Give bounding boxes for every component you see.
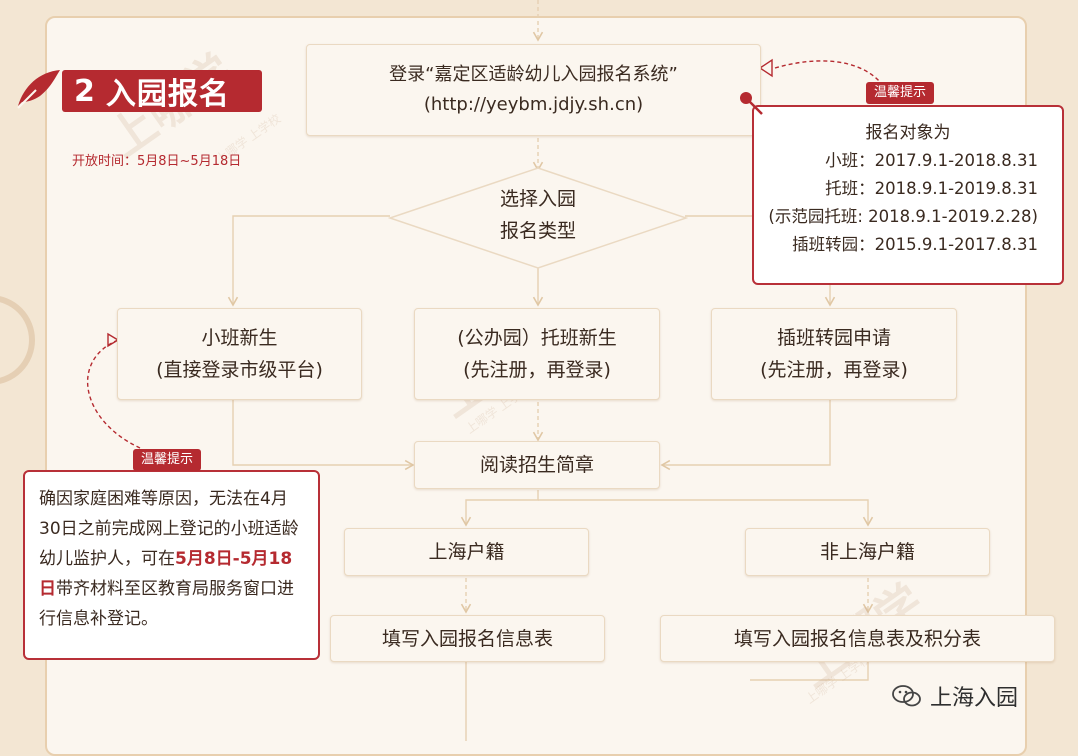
- type-line1: 小班新生: [201, 327, 278, 349]
- decision-line2: 报名类型: [499, 220, 576, 242]
- section-number: 2: [74, 73, 96, 109]
- type-line2: (先注册，再登录): [760, 359, 908, 381]
- wechat-brand-name: 上海入园: [930, 686, 1019, 711]
- tip-row: 插班转园：2015.9.1-2017.8.31: [792, 235, 1038, 254]
- tip-tag-left: 温馨提示: [133, 449, 202, 471]
- tip-rows: 小班：2017.9.1-2018.8.31 托班：2018.9.1-2019.8…: [754, 147, 1062, 259]
- tip-row: 托班：2018.9.1-2019.8.31: [825, 179, 1038, 198]
- type-line2: (直接登录市级平台): [156, 359, 323, 381]
- edge-circle-decoration: [0, 296, 35, 384]
- tip-text-after: 带齐材料至区教育局服务窗口进行信息补登记。: [39, 579, 294, 629]
- residence-shanghai-box: 上海户籍: [344, 528, 589, 576]
- login-box-url: (http://yeybm.jdjy.sh.cn): [423, 94, 644, 115]
- section-title: 入园报名: [105, 77, 230, 112]
- residence-non-shanghai-box: 非上海户籍: [745, 528, 990, 576]
- pushpin-icon: [740, 92, 763, 115]
- wechat-brand: 上海入园: [892, 680, 1018, 712]
- tip-row: 小班：2017.9.1-2018.8.31: [825, 151, 1038, 170]
- section-title-badge: 2 入园报名: [62, 70, 262, 112]
- tip-box-late-registration: 确因家庭困难等原因，无法在4月30日之前完成网上登记的小班适龄幼儿监护人，可在5…: [23, 470, 320, 660]
- form-non-shanghai-box: 填写入园报名信息表及积分表: [660, 615, 1055, 662]
- type-box-small-class: 小班新生 (直接登录市级平台): [117, 308, 362, 400]
- type-line1: 插班转园申请: [776, 327, 891, 349]
- form-shanghai-box: 填写入园报名信息表: [330, 615, 605, 662]
- read-brochure-box: 阅读招生简章: [414, 441, 660, 489]
- type-box-nursery: (公办园）托班新生 (先注册，再登录): [414, 308, 660, 400]
- tip-text-before: 确因家庭困难等原因，无法在4月30日之前完成网上登记的小班适龄幼儿监护人，可在: [39, 489, 299, 569]
- type-line1: (公办园）托班新生: [457, 327, 617, 349]
- type-box-transfer: 插班转园申请 (先注册，再登录): [711, 308, 957, 400]
- tip-row: (示范园托班: 2018.9.1-2019.2.28): [768, 207, 1038, 226]
- tip-text-highlight: 5月8日-5月18日: [39, 549, 293, 599]
- login-box-line1: 登录“嘉定区适龄幼儿入园报名系统”: [389, 64, 678, 85]
- tip-tag-right: 温馨提示: [866, 82, 935, 104]
- decision-line1: 选择入园: [499, 188, 576, 210]
- decision-diamond: [388, 167, 688, 269]
- type-line2: (先注册，再登录): [463, 359, 611, 381]
- feather-icon: [17, 70, 60, 109]
- decision-label: 选择入园 报名类型: [438, 183, 638, 247]
- tip-heading: 报名对象为: [865, 123, 951, 143]
- tip-box-eligibility: 报名对象为 小班：2017.9.1-2018.8.31 托班：2018.9.1-…: [752, 105, 1064, 285]
- wechat-icon: [892, 685, 921, 707]
- login-system-box: 登录“嘉定区适龄幼儿入园报名系统” (http://yeybm.jdjy.sh.…: [306, 44, 761, 136]
- open-time: 开放时间：5月8日~5月18日: [72, 154, 242, 169]
